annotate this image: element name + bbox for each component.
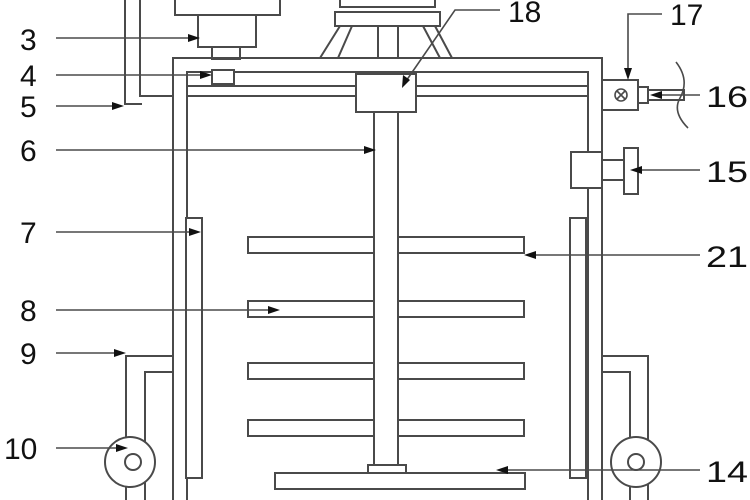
leader-lines <box>56 9 700 474</box>
feed-pipe <box>124 0 172 105</box>
viewing-port <box>570 147 639 195</box>
label-14: 14 <box>706 456 748 489</box>
label-17: 17 <box>670 0 703 32</box>
label-15: 15 <box>706 156 748 189</box>
label-10: 10 <box>4 433 37 466</box>
label-8: 8 <box>20 295 37 328</box>
left-baffle-plate <box>185 217 203 479</box>
sensor-block <box>211 69 235 85</box>
stirring-blades <box>247 236 525 437</box>
label-7: 7 <box>20 217 37 250</box>
left-support-leg <box>104 355 173 500</box>
label-18: 18 <box>508 0 541 29</box>
part-labels: 3 4 5 6 7 8 9 10 18 17 16 15 21 14 <box>4 0 748 489</box>
bottom-scraper <box>274 472 526 490</box>
right-baffle-plate <box>569 217 587 479</box>
label-5: 5 <box>20 91 37 124</box>
tank-body <box>172 57 603 500</box>
label-9: 9 <box>20 338 37 371</box>
stirring-shaft <box>367 112 407 474</box>
label-6: 6 <box>20 135 37 168</box>
label-16: 16 <box>706 81 748 114</box>
motor-assembly <box>174 0 281 60</box>
label-3: 3 <box>20 24 37 57</box>
label-21: 21 <box>706 241 748 274</box>
label-4: 4 <box>20 60 37 93</box>
gearbox-support <box>319 0 453 59</box>
right-support-leg <box>602 355 662 500</box>
